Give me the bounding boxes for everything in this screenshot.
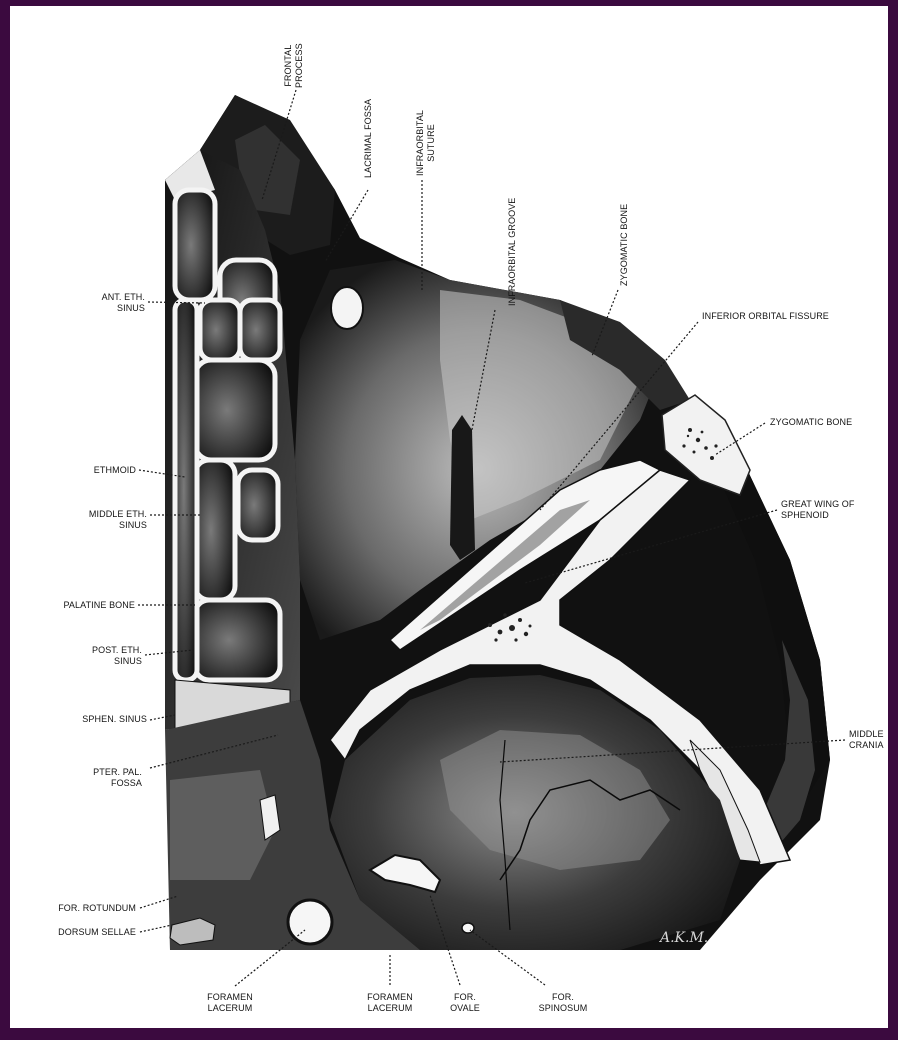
foramen-spinosum-opening xyxy=(462,923,474,933)
label-for-spinosum: FOR. SPINOSUM xyxy=(528,992,598,1014)
ethmoid-air-cells xyxy=(175,190,280,680)
label-zygomatic-bone-right: ZYGOMATIC BONE xyxy=(770,417,852,428)
label-foramen-lacerum-1: FORAMEN LACERUM xyxy=(195,992,265,1014)
infraorbital-groove-shape xyxy=(450,415,475,560)
label-middle-eth-sinus: MIDDLE ETH. SINUS xyxy=(47,509,147,531)
label-foramen-lacerum-2: FORAMEN LACERUM xyxy=(355,992,425,1014)
label-great-wing-sphenoid: GREAT WING OF SPHENOID xyxy=(781,499,854,521)
label-lacrimal-fossa: LACRIMAL FOSSA xyxy=(363,99,374,178)
label-pter-pal-fossa: PTER. PAL. FOSSA xyxy=(42,767,142,789)
label-zygomatic-bone-top: ZYGOMATIC BONE xyxy=(619,204,630,286)
label-sphen-sinus: SPHEN. SINUS xyxy=(45,714,147,725)
foramen-lacerum-opening xyxy=(288,900,332,944)
label-palatine-bone: PALATINE BONE xyxy=(35,600,135,611)
label-infraorbital-suture: INFRAORBITAL SUTURE xyxy=(415,110,437,176)
artist-signature: A.K.M. xyxy=(660,930,708,946)
label-dorsum-sellae: DORSUM SELLAE xyxy=(18,927,136,938)
label-inferior-orbital-fissure: INFERIOR ORBITAL FISSURE xyxy=(702,311,829,322)
label-middle-cranial: MIDDLE CRANIA xyxy=(849,729,884,751)
label-ant-eth-sinus: ANT. ETH. SINUS xyxy=(45,292,145,314)
label-post-eth-sinus: POST. ETH. SINUS xyxy=(42,645,142,667)
label-for-ovale: FOR. OVALE xyxy=(440,992,490,1014)
label-frontal-process: FRONTAL PROCESS xyxy=(283,43,305,88)
label-infraorbital-groove: INFRAORBITAL GROOVE xyxy=(507,198,518,306)
label-for-rotundum: FOR. ROTUNDUM xyxy=(18,903,136,914)
lacrimal-fossa-opening xyxy=(331,287,363,329)
label-ethmoid: ETHMOID xyxy=(36,465,136,476)
